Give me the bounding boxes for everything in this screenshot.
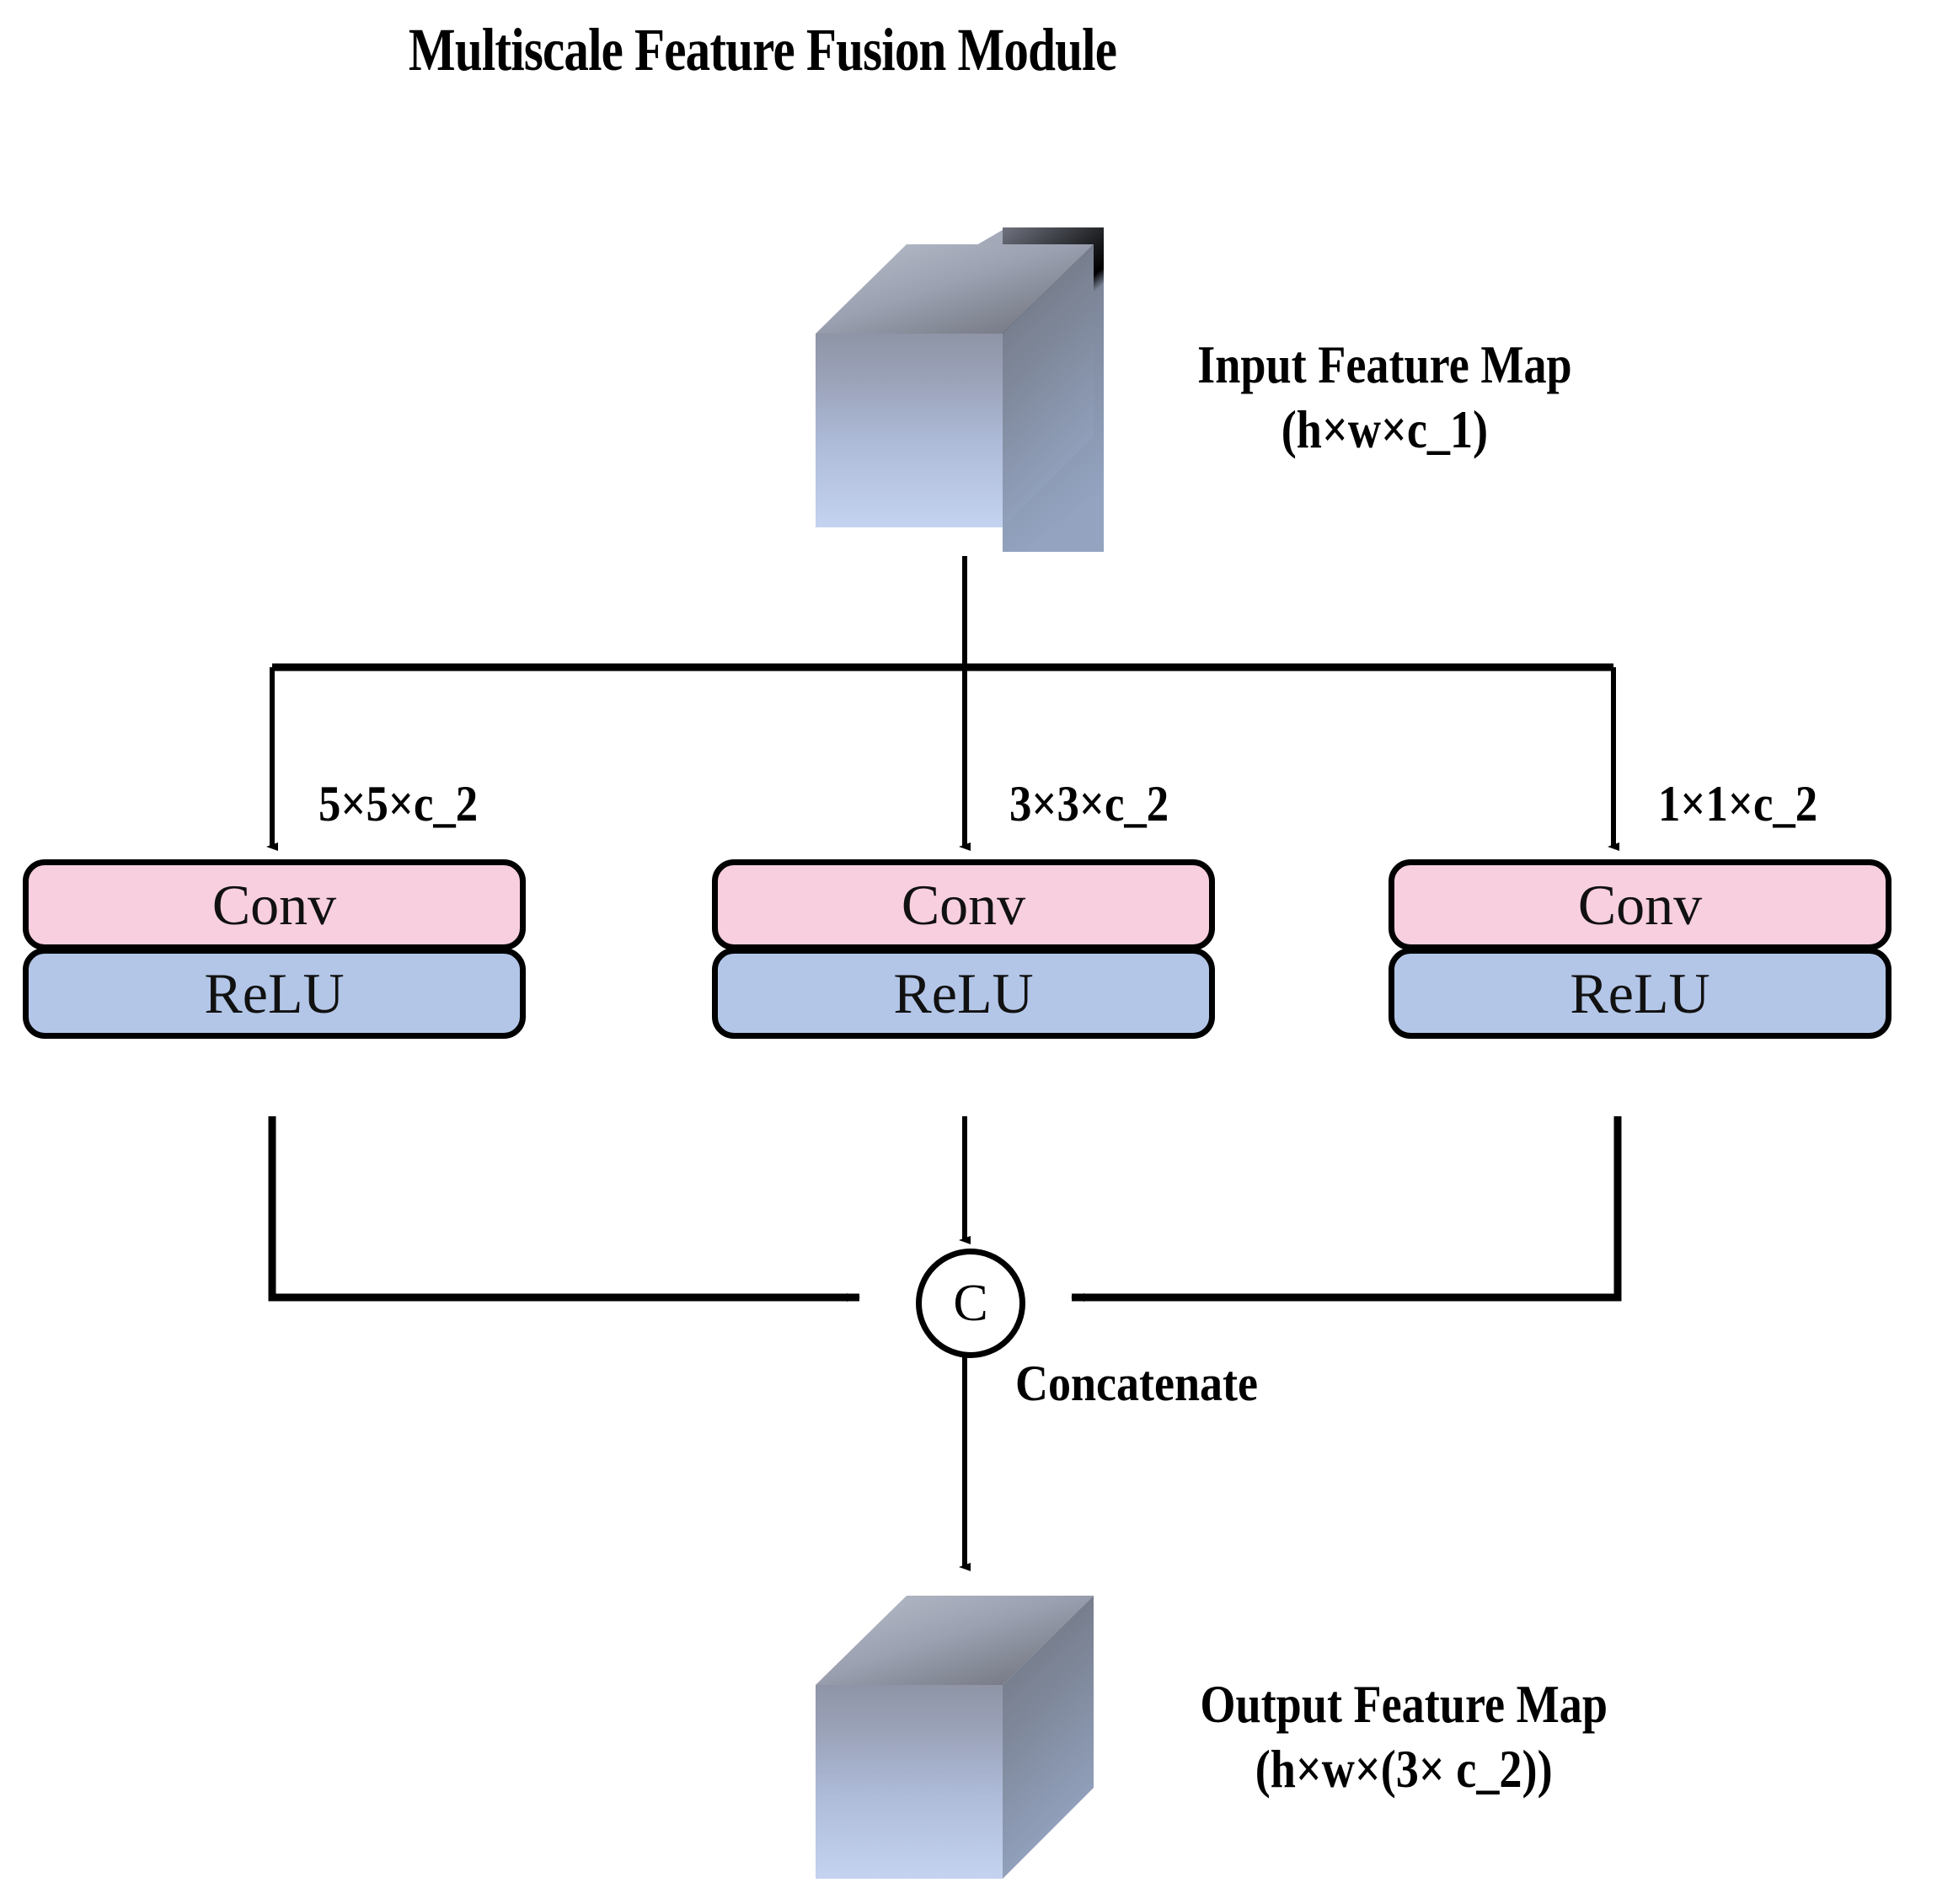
output-caption-line2: (h×w×(3× c_2)) [1255,1739,1553,1799]
branch-1x1: Conv ReLU [1389,859,1892,1039]
relu-block-1x1[interactable]: ReLU [1389,948,1892,1039]
concatenate-caption: Concatenate [1015,1356,1258,1411]
conv-block-5x5[interactable]: Conv [23,859,526,950]
diagram-title: Multiscale Feature Fusion Module [408,16,1117,83]
output-caption-line1: Output Feature Map [1200,1675,1608,1734]
relu-block-3x3[interactable]: ReLU [712,948,1215,1039]
conv-block-3x3[interactable]: Conv [712,859,1215,950]
input-feature-map-caption: Input Feature Map (h×w×c_1) [1167,333,1603,463]
output-feature-map-caption: Output Feature Map (h×w×(3× c_2)) [1167,1672,1640,1802]
branch-5x5: Conv ReLU [23,859,526,1039]
branch-3x3: Conv ReLU [712,859,1215,1039]
kernel-label-3x3: 3×3×c_2 [1009,776,1169,832]
concatenate-node[interactable]: C [916,1249,1025,1358]
input-caption-line1: Input Feature Map [1197,335,1572,394]
conv-block-1x1[interactable]: Conv [1389,859,1892,950]
kernel-label-5x5: 5×5×c_2 [318,776,479,832]
input-caption-line2: (h×w×c_1) [1281,399,1489,459]
output-feature-map-cube-shape [816,1577,1119,1904]
input-feature-map-cube-shape [816,226,1119,563]
kernel-label-1x1: 1×1×c_2 [1658,776,1818,832]
relu-block-5x5[interactable]: ReLU [23,948,526,1039]
